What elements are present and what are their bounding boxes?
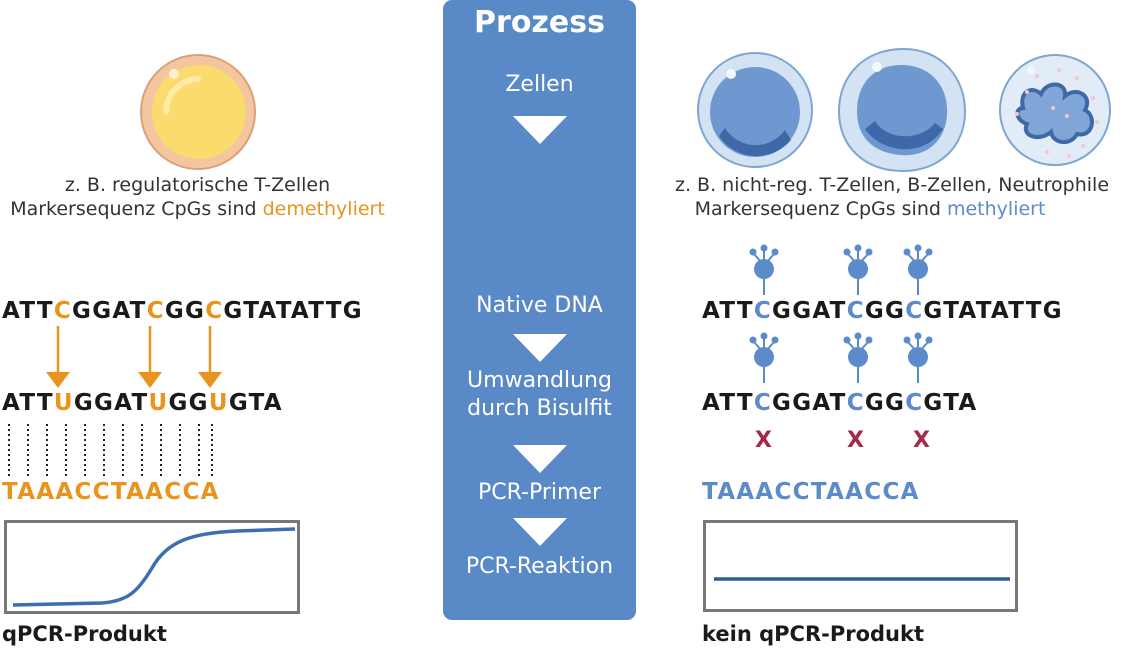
process-panel (443, 0, 636, 620)
regulatory-t-cell-icon (140, 54, 256, 170)
arrow-down-icon (513, 518, 567, 546)
step-pcr-reaktion: PCR-Reaktion (465, 554, 614, 579)
process-title: Prozess (474, 5, 605, 40)
t-cell-icon (697, 52, 813, 168)
right-caption-line1: z. B. nicht-reg. T-Zellen, B-Zellen, Neu… (675, 174, 1110, 196)
mismatch-x-3: X (913, 428, 930, 453)
step-bisulfit: Umwandlung durch Bisulfit (467, 368, 612, 421)
methyl-groups (749, 244, 933, 383)
conversion-arrows (46, 326, 222, 388)
b-cell-icon (837, 47, 967, 173)
neutrophil-icon (999, 54, 1111, 166)
arrow-down-icon (513, 116, 567, 144)
arrow-down-icon (513, 334, 567, 362)
right-caption-line2: Markersequenz CpGs sind methyliert (694, 198, 1046, 220)
no-product-box (703, 520, 1018, 612)
right-sequence-2: ATTCGGATCGGCGTA (702, 390, 978, 416)
right-result-label: kein qPCR-Produkt (702, 622, 924, 646)
base-pairing-lines (8, 424, 213, 476)
arrow-down-icon (513, 445, 567, 473)
left-result-label: qPCR-Produkt (2, 622, 167, 646)
step-native-dna: Native DNA (476, 293, 603, 318)
right-caption: z. B. nicht-reg. T-Zellen, B-Zellen, Neu… (675, 173, 1110, 221)
left-status: demethyliert (262, 198, 385, 220)
left-caption: z. B. regulatorische T-Zellen Markersequ… (0, 173, 395, 221)
step-zellen: Zellen (505, 72, 574, 97)
qpcr-curve-box (4, 520, 300, 614)
mismatch-x-1: X (755, 428, 772, 453)
amplification-curve (12, 527, 296, 607)
right-primer: TAAACCTAACCA (702, 479, 920, 505)
step-pcr-primer: PCR-Primer (477, 480, 601, 505)
right-status: methyliert (946, 198, 1046, 220)
left-sequence-2: ATTUGGATUGGUGTA (2, 390, 283, 416)
left-caption-line2: Markersequenz CpGs sind demethyliert (10, 198, 385, 220)
left-sequence-1: ATTCGGATCGGCGTATATTG (2, 298, 363, 324)
left-primer: TAAACCTAACCA (2, 479, 220, 505)
mismatch-x-2: X (847, 428, 864, 453)
right-sequence-1: ATTCGGATCGGCGTATATTG (702, 298, 1063, 324)
left-caption-line1: z. B. regulatorische T-Zellen (64, 174, 331, 196)
flat-baseline (714, 577, 1010, 581)
